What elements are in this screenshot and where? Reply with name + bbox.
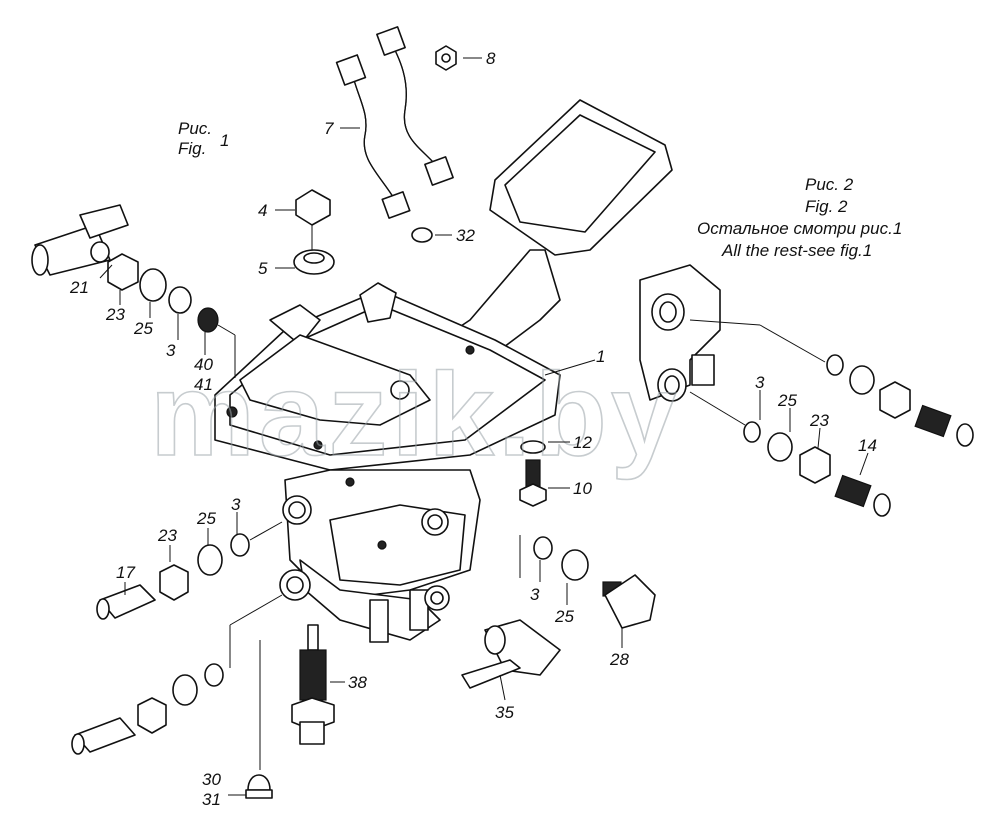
fitting-lower-left-assembly [71, 594, 283, 755]
drain-valve-35 [461, 619, 561, 689]
label-1: 1 [596, 347, 605, 366]
fig2-caption-line2: Fig. 2 [805, 197, 848, 216]
label-25d: 25 [777, 391, 797, 410]
label-7: 7 [324, 119, 334, 138]
fig2-lower-fittings [689, 391, 891, 517]
label-41: 41 [194, 375, 213, 394]
label-10: 10 [573, 479, 592, 498]
label-17: 17 [116, 563, 135, 582]
sensor-38 [291, 624, 335, 745]
plug-28-assembly [519, 535, 656, 629]
fig1-caption-number: 1 [220, 131, 229, 150]
brake-valve-body [214, 282, 561, 643]
air-tubes [335, 26, 454, 219]
label-25b: 25 [196, 509, 216, 528]
label-4: 4 [258, 201, 267, 220]
label-40: 40 [194, 355, 213, 374]
cap-30-31 [245, 774, 273, 799]
label-3a: 3 [166, 341, 176, 360]
label-5: 5 [258, 259, 268, 278]
fig1-caption: Рис. Fig. 1 [178, 119, 229, 158]
fig1-caption-line2: Fig. [178, 139, 206, 158]
label-30: 30 [202, 770, 221, 789]
label-3d: 3 [755, 373, 765, 392]
leader-lines [99, 57, 869, 796]
tee-fitting-21 [31, 204, 236, 378]
label-23a: 23 [105, 305, 125, 324]
label-25c: 25 [554, 607, 574, 626]
label-12: 12 [573, 433, 592, 452]
fig2-caption-line4: All the rest-see fig.1 [721, 241, 872, 260]
fig2-caption: Рис. 2 Fig. 2 Остальное смотри рис.1 All… [697, 175, 902, 260]
label-28: 28 [609, 650, 629, 669]
fig1-caption-line1: Рис. [178, 119, 212, 138]
bolt-10 [519, 440, 547, 507]
label-23c: 23 [809, 411, 829, 430]
label-23b: 23 [157, 526, 177, 545]
fig2-caption-line1: Рис. 2 [805, 175, 854, 194]
label-3b: 3 [231, 495, 241, 514]
label-3c: 3 [530, 585, 540, 604]
part-labels: 8 7 4 5 32 1 12 10 21 23 25 3 40 41 17 2… [69, 49, 877, 809]
label-21: 21 [69, 278, 89, 297]
nut-8 [435, 45, 457, 71]
fig2-caption-line3: Остальное смотри рис.1 [697, 219, 902, 238]
label-38: 38 [348, 673, 367, 692]
nut-4-and-5 [293, 189, 335, 275]
fig2-upper-fittings [689, 319, 974, 447]
washer-32 [411, 227, 433, 243]
label-35: 35 [495, 703, 514, 722]
watermark: mazik.by [150, 349, 680, 481]
label-32: 32 [456, 226, 475, 245]
label-14: 14 [858, 436, 877, 455]
fitting-17-assembly [96, 521, 283, 620]
label-31: 31 [202, 790, 221, 809]
label-25a: 25 [133, 319, 153, 338]
fig2-bracket [639, 264, 721, 402]
label-8: 8 [486, 49, 496, 68]
